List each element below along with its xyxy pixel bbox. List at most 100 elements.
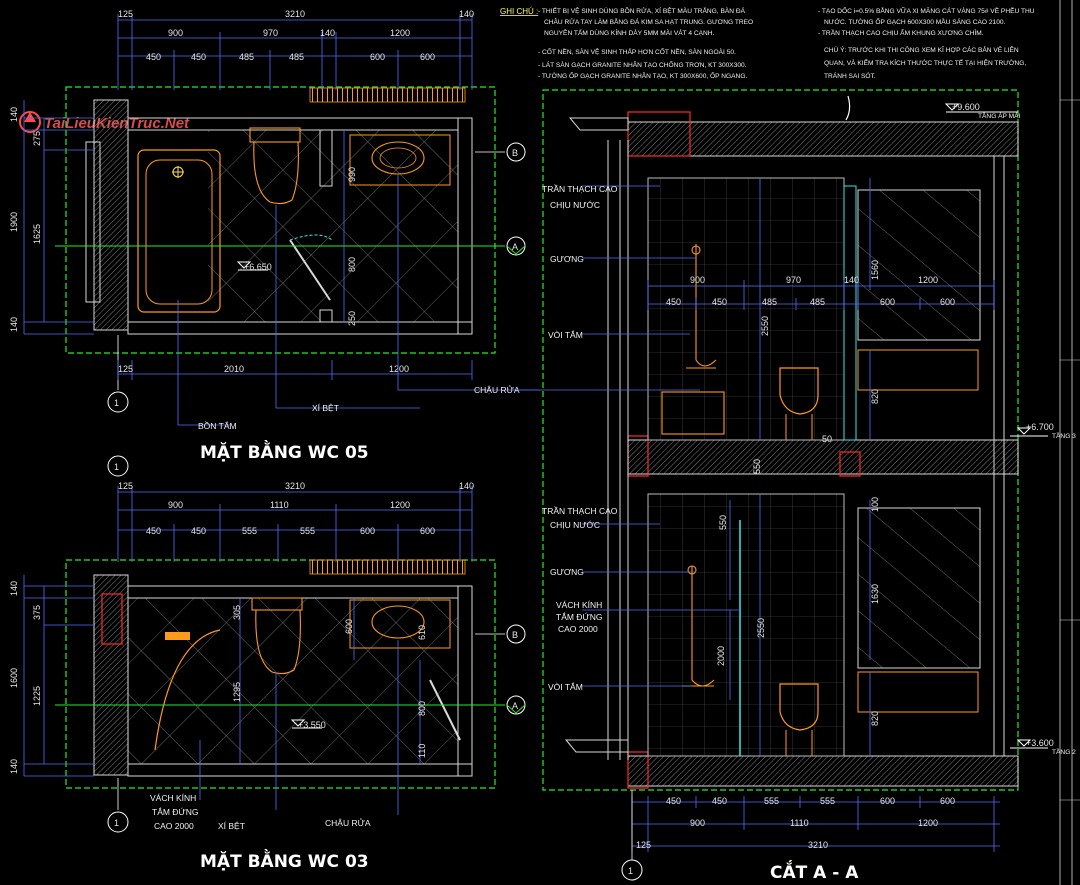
level-floor3: +6.700 TẦNG 3 (1010, 422, 1076, 440)
svg-text:450: 450 (146, 526, 161, 536)
bathtub-icon (137, 149, 221, 313)
svg-text:CAO 2000: CAO 2000 (558, 624, 598, 634)
plan05-title: MẶT BẰNG WC 05 (200, 439, 369, 463)
plan03-label-glass-1: VÁCH KÍNH (150, 793, 196, 803)
plan05-floor (208, 130, 458, 322)
plan05-axis-1-bubble-b (107, 455, 129, 477)
plan05-frame (65, 86, 496, 354)
svg-text:125: 125 (636, 840, 651, 850)
svg-text:140: 140 (459, 481, 474, 491)
svg-text:1295: 1295 (232, 682, 242, 702)
plan03-axis-1-label: 1 (114, 818, 119, 828)
section-title: CẮT A - A (770, 859, 859, 883)
svg-text:555: 555 (242, 526, 257, 536)
section-axis-1-label: 1 (628, 866, 633, 876)
plan05-label-basin: CHẬU RỬA (474, 384, 520, 395)
notes-heading: GHI CHÚ : (500, 7, 538, 16)
plan-wc03: +3.550 A B 1 125 3210 140 900 1110 1200 … (9, 481, 526, 872)
svg-text:600: 600 (880, 796, 895, 806)
level-floor2: +3.600 TẦNG 2 (1010, 738, 1076, 756)
svg-text:600: 600 (360, 526, 375, 536)
svg-text:450: 450 (191, 52, 206, 62)
svg-text:QUAN, VÀ KIỂM TRA KÍCH THƯỚC T: QUAN, VÀ KIỂM TRA KÍCH THƯỚC THỰC TẾ TẠI… (824, 57, 1026, 67)
svg-text:600: 600 (940, 796, 955, 806)
svg-text:1200: 1200 (389, 364, 409, 374)
svg-text:600: 600 (344, 619, 354, 634)
svg-text:275: 275 (32, 131, 42, 146)
svg-text:3210: 3210 (285, 481, 305, 491)
plan05-wall-right (457, 117, 473, 335)
svg-text:1225: 1225 (32, 686, 42, 706)
svg-text:1110: 1110 (790, 818, 809, 828)
svg-text:- TRẦN THẠCH CAO CHỊU ẨM KHUNG: - TRẦN THẠCH CAO CHỊU ẨM KHUNG XƯƠNG CHÌ… (818, 27, 984, 37)
svg-text:+6.650: +6.650 (244, 262, 272, 272)
svg-text:140: 140 (9, 317, 19, 332)
svg-text:100: 100 (870, 497, 880, 512)
svg-text:970: 970 (786, 275, 801, 285)
plan03-axis-a-label: A (512, 701, 518, 711)
svg-text:NƯỚC. TƯỜNG ỐP GẠCH 600X300 MẦ: NƯỚC. TƯỜNG ỐP GẠCH 600X300 MẦU SÁNG CAO… (824, 16, 1006, 26)
svg-text:1625: 1625 (32, 224, 42, 244)
title-block-edge (1059, 0, 1080, 885)
glass-partition-upper (843, 185, 857, 441)
svg-text:+9.600: +9.600 (952, 102, 980, 112)
section-dims-vertical (729, 178, 871, 756)
svg-text:900: 900 (690, 818, 705, 828)
svg-text:485: 485 (762, 297, 777, 307)
svg-text:800: 800 (417, 701, 427, 716)
plan03-dims-top (117, 486, 473, 562)
svg-text:1200: 1200 (918, 818, 938, 828)
svg-text:1630: 1630 (870, 584, 880, 604)
svg-text:1200: 1200 (390, 500, 410, 510)
svg-text:1110: 1110 (270, 500, 289, 510)
svg-text:450: 450 (146, 52, 161, 62)
svg-text:450: 450 (666, 796, 681, 806)
svg-text:50: 50 (822, 434, 832, 444)
plan03-label-basin: CHẬU RỬA (325, 817, 371, 828)
plan03-frame (65, 559, 496, 789)
svg-text:GƯƠNG: GƯƠNG (550, 254, 584, 264)
svg-text:2550: 2550 (756, 618, 766, 638)
plan05-level-mark: +6.650 (236, 261, 272, 272)
svg-text:820: 820 (870, 711, 880, 726)
plan03-rafter (309, 559, 466, 575)
plan05-label-toilet: XÍ BỆT (312, 403, 339, 413)
plan03-floor (128, 598, 458, 764)
svg-text:TRÁNH SAI SÓT.: TRÁNH SAI SÓT. (824, 71, 876, 80)
toilet-icon (779, 367, 819, 440)
tub-section (661, 391, 725, 435)
plan03-title: MẶT BẰNG WC 03 (200, 848, 369, 872)
svg-text:1200: 1200 (918, 275, 938, 285)
svg-text:140: 140 (9, 581, 19, 596)
svg-text:- CỐT NỀN, SÀN VỆ SINH THẤP HƠ: - CỐT NỀN, SÀN VỆ SINH THẤP HƠN CỐT NỀN,… (538, 46, 736, 56)
svg-text:3210: 3210 (808, 840, 828, 850)
svg-text:+3.600: +3.600 (1026, 738, 1054, 748)
svg-text:900: 900 (690, 275, 705, 285)
plan03-label-glass-3: CAO 2000 (154, 821, 194, 831)
svg-text:990: 990 (347, 167, 357, 182)
shower-head-icon (682, 244, 717, 687)
plan05-axis-b-label: B (512, 148, 518, 158)
svg-text:125: 125 (118, 481, 133, 491)
plan05-label-tub: BỒN TẮM (198, 420, 237, 431)
slab-floor3 (627, 439, 1019, 475)
plan05-dims-top (117, 14, 473, 90)
plan03-level-mark: +3.550 (290, 719, 326, 730)
shower-mixer-icon (165, 632, 190, 640)
svg-text:140: 140 (459, 9, 474, 19)
svg-text:450: 450 (666, 297, 681, 307)
svg-text:140: 140 (9, 759, 19, 774)
svg-text:CHÚ Ý: TRƯỚC KHI THI CÔNG XEM: CHÚ Ý: TRƯỚC KHI THI CÔNG XEM KĨ HỢP CÁC… (824, 45, 1019, 54)
svg-text:555: 555 (764, 796, 779, 806)
plan05-dims-bottom (117, 360, 473, 380)
plan05-axis-1-label: 1 (114, 398, 119, 408)
plan03-axis-b-label: B (512, 630, 518, 640)
plan03-wall-left (93, 574, 129, 776)
notes-block: GHI CHÚ : - THIẾT BỊ VỆ SINH DÙNG BỒN RỬ… (500, 5, 1035, 80)
svg-text:2550: 2550 (760, 316, 770, 336)
svg-text:485: 485 (289, 52, 304, 62)
svg-text:450: 450 (712, 297, 727, 307)
svg-text:485: 485 (810, 297, 825, 307)
svg-text:1: 1 (114, 462, 119, 472)
svg-text:CHỊU NƯỚC: CHỊU NƯỚC (550, 200, 600, 210)
